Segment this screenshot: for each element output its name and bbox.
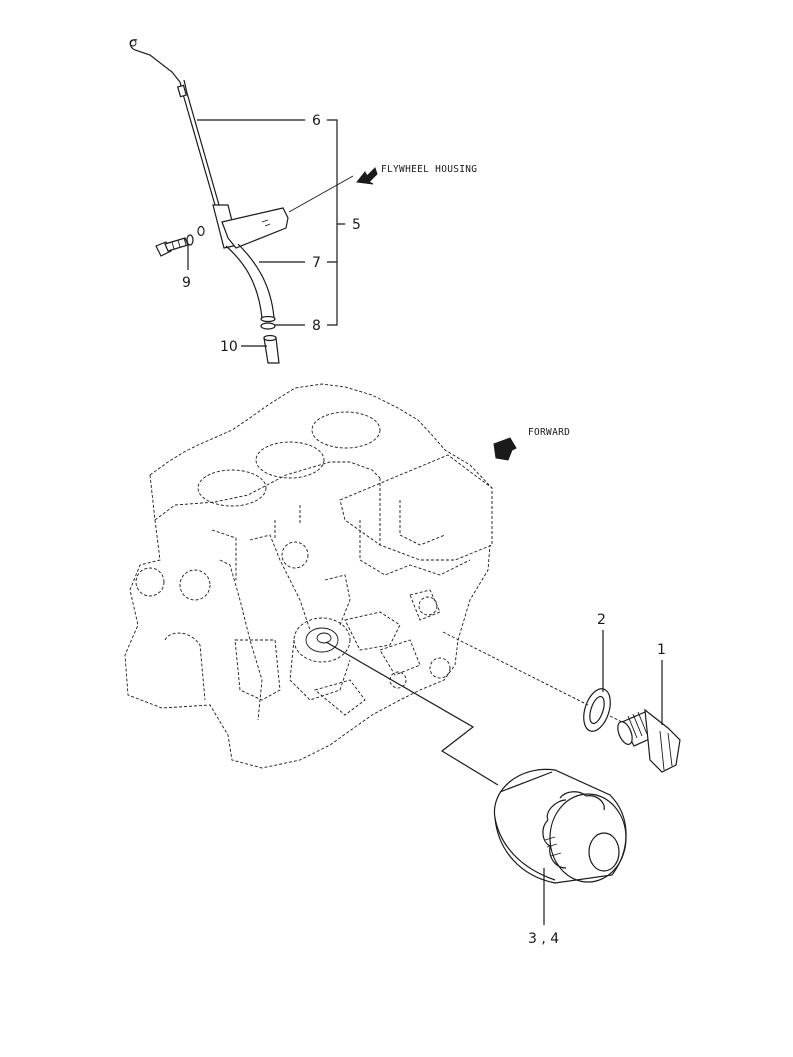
callout-8: 8 [312,318,321,334]
callout-6: 6 [312,113,321,129]
bracket-5 [327,119,345,326]
bolt-9 [155,225,205,257]
callout-1: 1 [657,642,666,658]
dipstick-rod [179,81,216,206]
oil-filter-3-4 [493,768,627,884]
guide-tube [225,245,263,319]
tube-pipe-10 [263,337,280,364]
callout-2: 2 [597,612,606,628]
drain-plug-1 [617,708,681,773]
note-forward: FORWARD [528,427,570,438]
callout-9: 9 [182,275,191,291]
callout-7: 7 [312,255,321,271]
dipstick-assembly [129,39,354,364]
direction-arrow-icon [493,437,517,461]
filter-leader [325,641,499,786]
guide-tube-bracket [221,207,289,249]
dipstick-handle [129,39,181,83]
filter-mount [289,617,351,701]
engine-block [124,383,493,769]
callout-3-4: 3 , 4 [528,931,559,947]
note-flywheel-housing: FLYWHEEL HOUSING [381,164,477,175]
o-ring-8 [260,322,276,330]
callout-5: 5 [352,217,361,233]
callout-10: 10 [220,339,238,355]
gasket-2 [583,688,611,732]
direction-arrow-icon [356,167,378,185]
